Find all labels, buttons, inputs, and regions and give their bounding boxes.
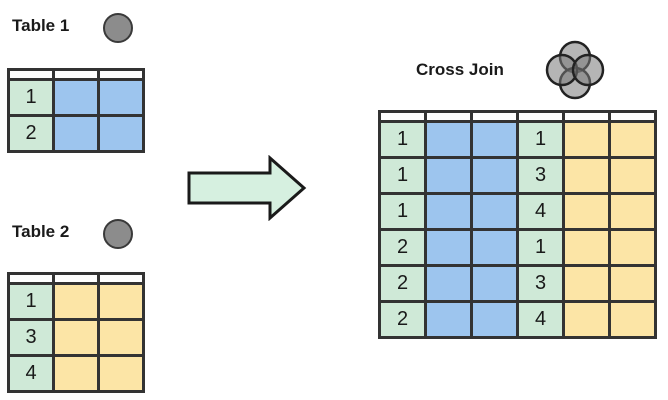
value-cell xyxy=(52,78,100,117)
value-cell xyxy=(562,192,611,231)
table-row: 4 xyxy=(7,354,145,393)
value-cell xyxy=(470,156,519,195)
value-cell xyxy=(562,156,611,195)
value-cell xyxy=(470,228,519,267)
value-cell xyxy=(52,282,100,321)
value-cell xyxy=(608,228,657,267)
value-cell xyxy=(608,156,657,195)
table-header-row xyxy=(378,110,657,123)
left-key-cell: 2 xyxy=(378,228,427,267)
value-cell xyxy=(52,318,100,357)
key-cell: 3 xyxy=(7,318,55,357)
table2: 1 3 4 xyxy=(7,272,145,393)
table1: 1 2 xyxy=(7,68,145,153)
table2-title: Table 2 xyxy=(12,222,70,241)
value-cell xyxy=(424,300,473,339)
value-cell xyxy=(608,300,657,339)
value-cell xyxy=(52,114,100,153)
table-header-row xyxy=(7,272,145,285)
value-cell xyxy=(424,228,473,267)
gray-circle-icon xyxy=(103,13,133,43)
value-cell xyxy=(97,114,145,153)
four-circle-venn-icon xyxy=(545,40,605,100)
table-row: 2 xyxy=(7,114,145,153)
value-cell xyxy=(97,354,145,393)
result-title: Cross Join xyxy=(416,60,504,79)
value-cell xyxy=(470,300,519,339)
value-cell xyxy=(97,318,145,357)
gray-circle-icon xyxy=(103,219,133,249)
left-key-cell: 2 xyxy=(378,264,427,303)
left-key-cell: 2 xyxy=(378,300,427,339)
table-row: 1 4 xyxy=(378,192,657,231)
value-cell xyxy=(424,264,473,303)
key-cell: 1 xyxy=(7,282,55,321)
left-key-cell: 1 xyxy=(378,192,427,231)
value-cell xyxy=(52,354,100,393)
value-cell xyxy=(470,120,519,159)
table-row: 1 1 xyxy=(378,120,657,159)
key-cell: 2 xyxy=(7,114,55,153)
right-key-cell: 4 xyxy=(516,192,565,231)
value-cell xyxy=(424,120,473,159)
value-cell xyxy=(608,192,657,231)
value-cell xyxy=(424,192,473,231)
right-key-cell: 1 xyxy=(516,120,565,159)
table-row: 2 1 xyxy=(378,228,657,267)
value-cell xyxy=(562,300,611,339)
table-row: 2 3 xyxy=(378,264,657,303)
table-row: 3 xyxy=(7,318,145,357)
left-key-cell: 1 xyxy=(378,156,427,195)
value-cell xyxy=(562,228,611,267)
table-row: 1 3 xyxy=(378,156,657,195)
right-key-cell: 3 xyxy=(516,264,565,303)
left-key-cell: 1 xyxy=(378,120,427,159)
table1-title: Table 1 xyxy=(12,16,70,35)
value-cell xyxy=(470,192,519,231)
value-cell xyxy=(608,120,657,159)
table-row: 1 xyxy=(7,78,145,117)
right-arrow-icon xyxy=(187,155,307,221)
value-cell xyxy=(608,264,657,303)
key-cell: 4 xyxy=(7,354,55,393)
right-key-cell: 4 xyxy=(516,300,565,339)
result-table: 1 1 1 3 1 4 2 1 2 3 2 xyxy=(378,110,657,339)
table-header-row xyxy=(7,68,145,81)
right-key-cell: 1 xyxy=(516,228,565,267)
value-cell xyxy=(424,156,473,195)
key-cell: 1 xyxy=(7,78,55,117)
table-row: 2 4 xyxy=(378,300,657,339)
value-cell xyxy=(97,78,145,117)
value-cell xyxy=(97,282,145,321)
value-cell xyxy=(562,264,611,303)
right-key-cell: 3 xyxy=(516,156,565,195)
table-row: 1 xyxy=(7,282,145,321)
value-cell xyxy=(562,120,611,159)
value-cell xyxy=(470,264,519,303)
